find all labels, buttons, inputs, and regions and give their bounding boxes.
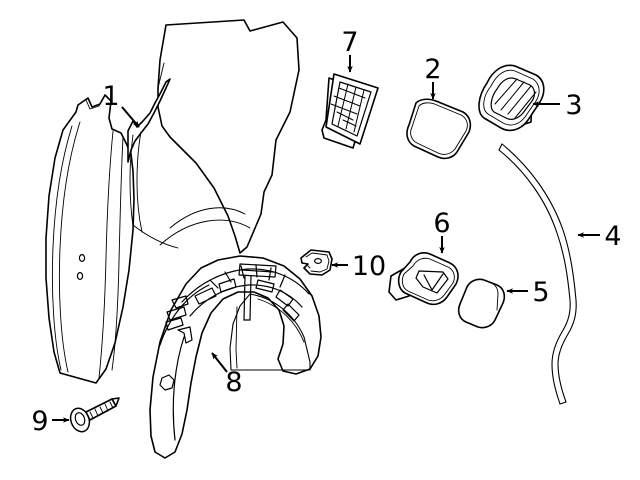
callout-label-6: 6 <box>433 208 450 239</box>
part-fuel-filler-housing <box>478 64 545 132</box>
callout-label-7: 7 <box>341 27 358 58</box>
callout-label-1: 1 <box>102 81 119 112</box>
callout-label-3: 3 <box>565 90 582 121</box>
part-quarter-panel <box>45 19 300 384</box>
callout-label-8: 8 <box>225 367 242 398</box>
part-hinge-bracket <box>388 252 459 306</box>
part-weatherstrip <box>498 143 577 405</box>
leader-line-1 <box>121 106 140 128</box>
part-retaining-clip <box>300 249 333 276</box>
callout-label-4: 4 <box>604 221 621 252</box>
callout-label-9: 9 <box>31 406 48 437</box>
part-mounting-screw <box>69 397 120 433</box>
part-fuel-filler-door <box>406 98 472 160</box>
part-vent-grille <box>321 73 379 149</box>
leader-line-8 <box>211 352 228 373</box>
callout-label-2: 2 <box>424 54 441 85</box>
callout-label-5: 5 <box>532 277 549 308</box>
callout-labels: 1 2 3 4 5 6 7 8 9 10 <box>31 27 621 437</box>
part-wheelhouse-liner <box>149 255 322 459</box>
callout-label-10: 10 <box>352 251 386 282</box>
callout-leaders <box>52 55 600 423</box>
part-access-cover <box>457 278 506 329</box>
